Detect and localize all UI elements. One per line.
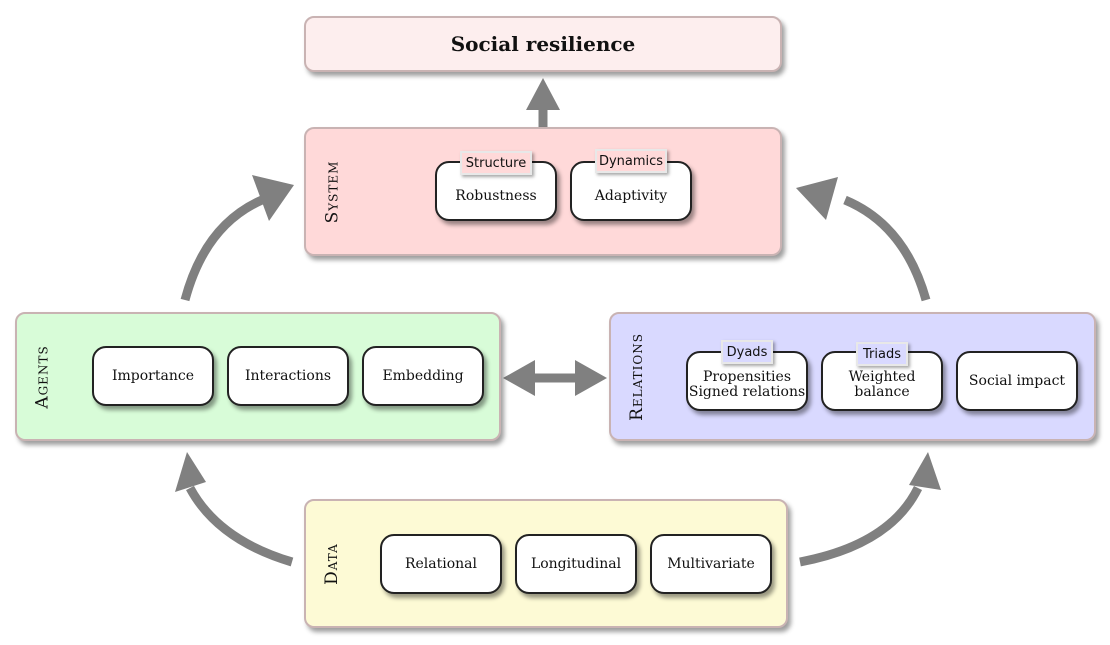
interactions-node: Interactions bbox=[227, 346, 349, 406]
arrowhead-left bbox=[503, 360, 535, 396]
importance-node: Importance bbox=[92, 346, 214, 406]
diagram-title: Social resilience bbox=[450, 32, 636, 56]
arrowhead-system-left bbox=[252, 175, 294, 221]
arrow-data-to-relations bbox=[799, 485, 923, 567]
arrow-relations-to-system bbox=[843, 195, 931, 302]
dynamics-tag: Dynamics bbox=[595, 149, 667, 173]
robustness-text: Robustness bbox=[455, 187, 537, 204]
relations-panel: Relations Propensities Signed relations … bbox=[609, 312, 1096, 441]
multivariate-node: Multivariate bbox=[650, 534, 772, 594]
arrowhead-agents-up bbox=[175, 452, 206, 492]
title-box: Social resilience bbox=[304, 16, 782, 72]
data-label-wrap: Data bbox=[312, 501, 352, 626]
arrow-agents-to-system bbox=[180, 195, 264, 302]
relations-label-wrap: Relations bbox=[617, 314, 657, 439]
system-label-wrap: System bbox=[312, 129, 352, 254]
dyads-tag: Dyads bbox=[721, 340, 773, 364]
agents-label: Agents bbox=[33, 344, 54, 409]
arrowhead-relations-up bbox=[909, 452, 941, 490]
system-label: System bbox=[322, 160, 342, 223]
data-panel: Data Relational Longitudinal Multivariat… bbox=[304, 499, 788, 628]
system-panel: System Robustness Structure Adaptivity D… bbox=[304, 127, 782, 256]
longitudinal-node: Longitudinal bbox=[515, 534, 637, 594]
arrow-data-to-agents bbox=[186, 485, 294, 567]
embedding-node: Embedding bbox=[362, 346, 484, 406]
weighted-balance-node: Weighted balance bbox=[821, 351, 943, 411]
arrowhead-system-right bbox=[796, 177, 838, 220]
arrowhead-right bbox=[575, 360, 607, 396]
triads-tag: Triads bbox=[856, 342, 908, 366]
arrowhead-title-up bbox=[526, 78, 560, 110]
social-impact-node: Social impact bbox=[956, 351, 1078, 411]
data-label: Data bbox=[322, 542, 342, 585]
agents-panel: Agents Importance Interactions Embedding bbox=[15, 312, 501, 441]
structure-tag: Structure bbox=[460, 151, 532, 175]
relational-node: Relational bbox=[380, 534, 502, 594]
adaptivity-text: Adaptivity bbox=[594, 187, 668, 204]
relations-label: Relations bbox=[627, 332, 647, 421]
agents-label-wrap: Agents bbox=[23, 314, 63, 439]
